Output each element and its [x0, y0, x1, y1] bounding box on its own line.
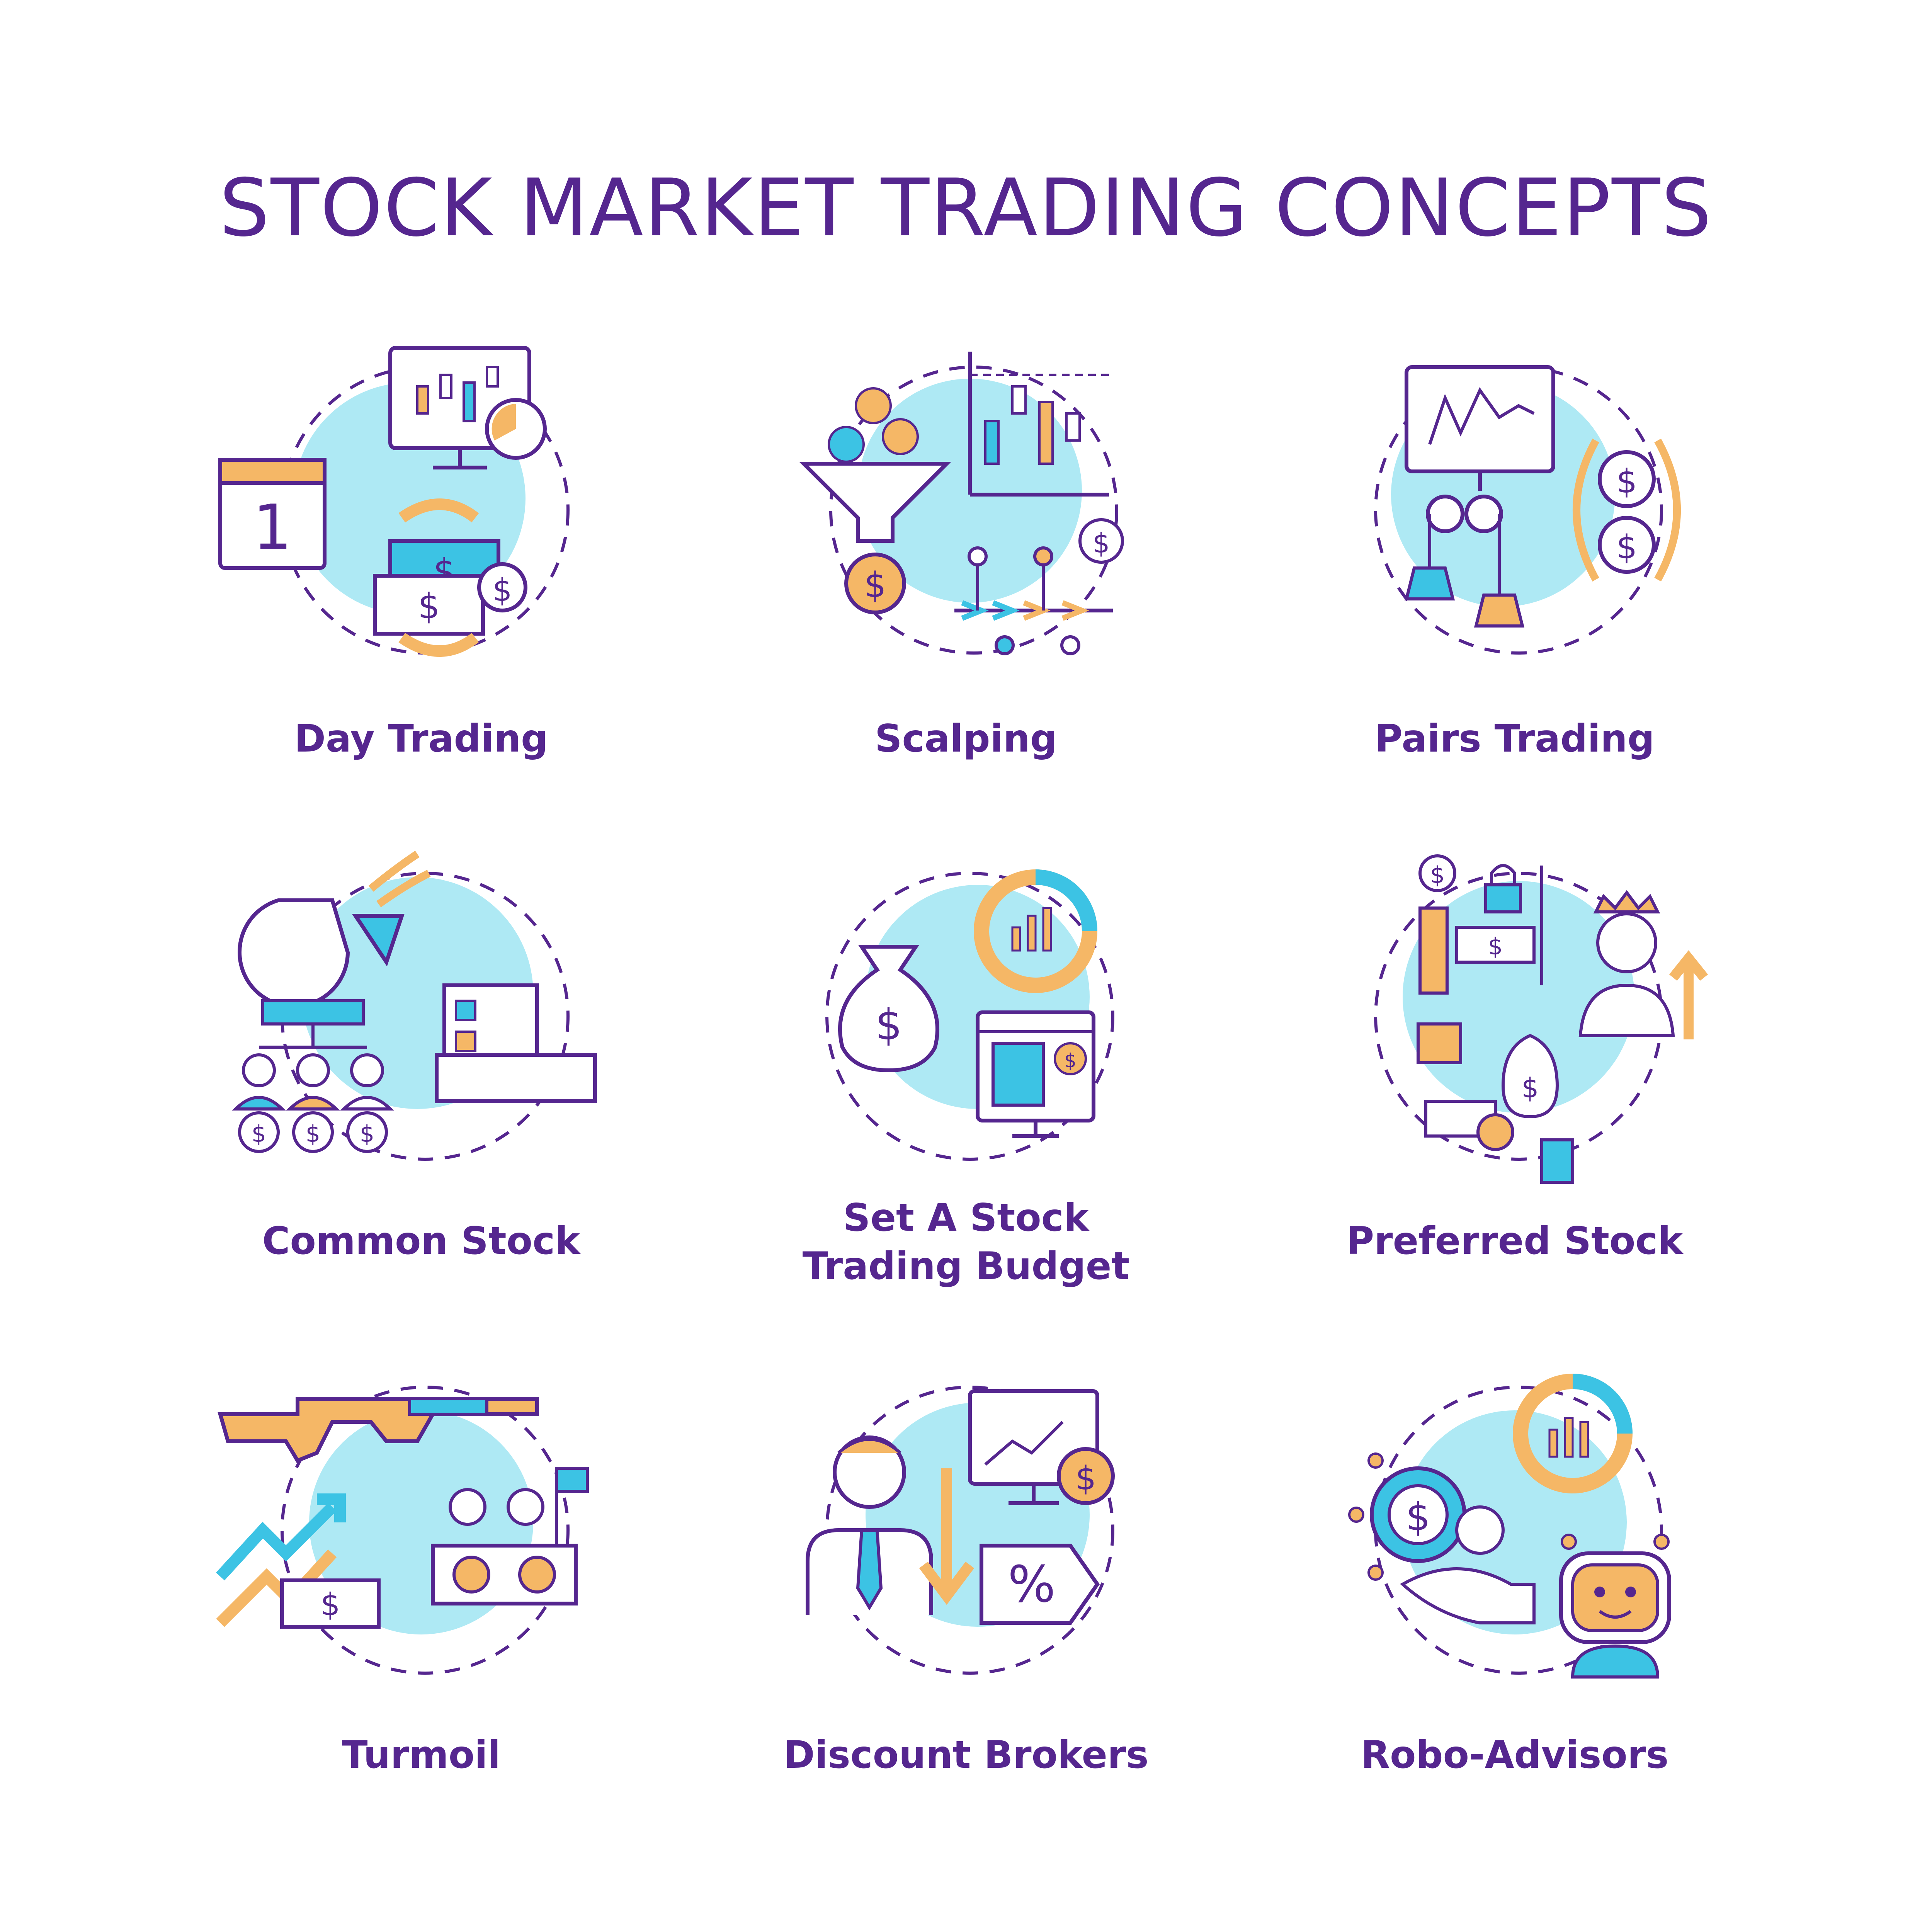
svg-text:$: $: [864, 565, 886, 605]
concept-common-stock: $ $ $ Common Stock: [170, 831, 672, 1318]
svg-text:%: %: [1008, 1555, 1056, 1614]
svg-text:$: $: [1522, 1072, 1539, 1104]
page-title: STOCK MARKET TRADING CONCEPTS: [219, 162, 1713, 254]
turmoil-icon: $: [216, 1386, 589, 1675]
concept-label-line1: Set A Stock: [843, 1196, 1089, 1240]
concept-label: Robo-Advisors: [1361, 1733, 1669, 1777]
concept-label: Pairs Trading: [1375, 717, 1655, 761]
concept-discount-brokers: $ % Discount Brokers: [715, 1345, 1217, 1832]
concept-label: Turmoil: [342, 1733, 501, 1777]
concept-label: Scalping: [874, 717, 1058, 761]
svg-text:$: $: [1616, 463, 1637, 501]
svg-text:$: $: [360, 1121, 374, 1148]
svg-text:$: $: [1064, 1049, 1077, 1072]
concept-label-line2: Trading Budget: [802, 1244, 1130, 1288]
scalping-icon: $ $: [799, 352, 1124, 655]
svg-text:$: $: [252, 1121, 266, 1148]
svg-text:$: $: [306, 1121, 320, 1148]
svg-text:$: $: [418, 586, 440, 627]
svg-text:$: $: [875, 1000, 902, 1049]
svg-text:$: $: [321, 1587, 340, 1622]
common-stock-icon: $ $ $: [232, 850, 597, 1161]
concept-label: Common Stock: [262, 1219, 580, 1263]
concept-robo-advisors: $ Robo-Advisors: [1264, 1345, 1766, 1832]
svg-text:$: $: [493, 572, 512, 608]
day-trading-icon: 1 $ $ $: [218, 346, 570, 657]
concept-label: Preferred Stock: [1346, 1219, 1683, 1263]
svg-text:1: 1: [253, 491, 292, 563]
preferred-stock-icon: $ $ $: [1374, 854, 1708, 1184]
concept-turmoil: $ Turmoil: [170, 1345, 672, 1832]
svg-text:$: $: [1616, 528, 1637, 566]
robo-advisors-icon: $: [1348, 1374, 1671, 1679]
concept-stock-budget: $ $ Set A Stock Trading Budget: [715, 831, 1217, 1318]
svg-text:$: $: [1075, 1459, 1096, 1498]
svg-text:$: $: [1488, 933, 1503, 960]
concept-preferred-stock: $ $ $ Preferred Stock: [1264, 831, 1766, 1318]
svg-text:$: $: [1406, 1494, 1430, 1539]
concept-pairs-trading: $ $ Pairs Trading: [1264, 317, 1766, 804]
svg-text:$: $: [1430, 862, 1445, 889]
concept-scalping: $ $ Scalping: [715, 317, 1217, 804]
discount-brokers-icon: $ %: [806, 1386, 1115, 1675]
stock-budget-icon: $ $: [825, 869, 1114, 1161]
concept-label: Discount Brokers: [783, 1733, 1149, 1777]
pairs-trading-icon: $ $: [1374, 365, 1681, 655]
concept-label: Day Trading: [294, 717, 548, 761]
concept-label: Set A Stock Trading Budget: [715, 1194, 1217, 1291]
concept-day-trading: 1 $ $ $ Day Trading: [170, 317, 672, 804]
svg-text:$: $: [1093, 527, 1110, 559]
